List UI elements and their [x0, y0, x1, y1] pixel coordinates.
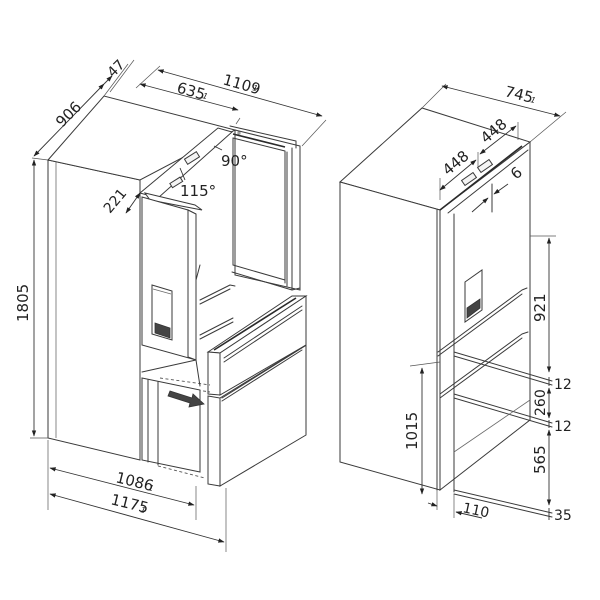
label-47: 47 — [105, 57, 129, 81]
angle-115-leader — [179, 167, 186, 181]
dim-47: 47 — [103, 57, 135, 97]
right-doors — [436, 145, 553, 518]
left-door-open — [138, 127, 234, 361]
fridge-compartment — [229, 125, 301, 291]
label-1086-mark: 1 — [148, 483, 155, 493]
water-dispenser — [151, 284, 173, 341]
label-angle-115: 115° — [180, 182, 216, 200]
angle-90-leader — [213, 145, 223, 151]
dim-1805: 1805 — [14, 159, 48, 439]
pull-direction-arrow — [167, 390, 205, 408]
label-110: 110 — [461, 500, 490, 521]
label-260: 260 — [533, 389, 549, 416]
label-1015: 1015 — [403, 412, 421, 450]
dim-1015: 1015 — [403, 361, 441, 495]
right-view: 745 1 448 448 6 921 12 — [338, 82, 572, 524]
dim-110: 110 — [427, 490, 491, 521]
dim-1175: 1175 1 — [49, 488, 227, 552]
label-35: 35 — [554, 508, 572, 524]
dim-vertical-chain: 921 12 260 12 565 35 — [530, 235, 572, 524]
label-565: 565 — [531, 445, 549, 474]
label-12-bottom: 12 — [554, 419, 572, 435]
label-635-mark: 1 — [201, 91, 208, 101]
inner-rails — [195, 264, 236, 340]
label-angle-90: 90° — [221, 152, 248, 170]
label-1109-mark: 1 — [251, 83, 258, 93]
label-921: 921 — [531, 293, 549, 322]
water-dispenser-right — [464, 269, 483, 323]
pulled-drawer — [141, 295, 308, 487]
label-1175-mark: 1 — [140, 505, 147, 515]
label-12-top: 12 — [554, 377, 572, 393]
left-view: 906 47 1109 1 635 1 90° 115° — [14, 57, 327, 552]
label-745-mark: 1 — [530, 95, 537, 105]
label-1805: 1805 — [14, 284, 32, 322]
